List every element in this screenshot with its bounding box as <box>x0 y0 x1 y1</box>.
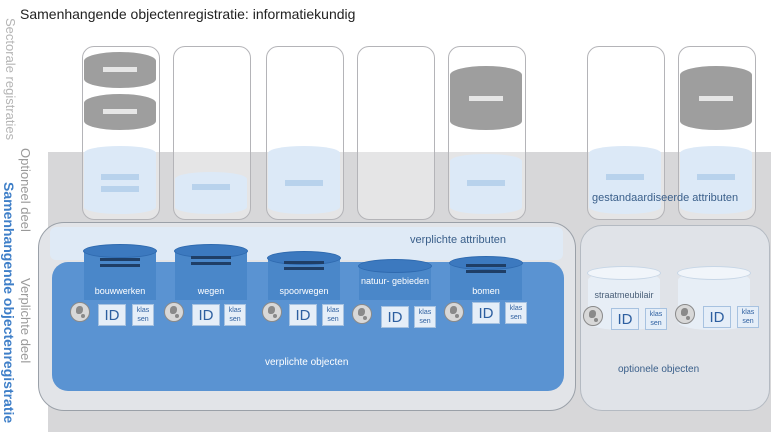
object-name: natuur- gebieden <box>360 276 430 286</box>
page-title: Samenhangende objectenregistratie: infor… <box>20 6 356 22</box>
standardized-attributes-label: gestandaardiseerde attributen <box>592 192 739 204</box>
id-box: ID <box>472 302 500 324</box>
database-icon <box>84 94 156 130</box>
mandatory-attributes-label: verplichte attributen <box>410 234 506 246</box>
globe-icon <box>164 302 184 322</box>
klassen-box: klas sen <box>132 304 154 326</box>
object-name: straatmeubilair <box>594 290 654 300</box>
globe-icon <box>352 304 372 324</box>
object-name: wegen <box>197 286 225 296</box>
object-name: bomen <box>472 286 500 296</box>
klassen-box: klas sen <box>224 304 246 326</box>
label-mandatory-part: Verplichte deel <box>18 278 33 364</box>
id-box: ID <box>611 308 639 330</box>
mandatory-objects-label: verplichte objecten <box>265 357 349 368</box>
database-icon <box>84 52 156 88</box>
klassen-box: klas sen <box>322 304 344 326</box>
label-sectoral: Sectorale registraties <box>3 18 18 141</box>
globe-icon <box>70 302 90 322</box>
object-name: spoorwegen <box>279 286 329 296</box>
id-box: ID <box>703 306 731 328</box>
optional-data-fill-5 <box>450 154 522 214</box>
klassen-box: klas sen <box>414 306 436 328</box>
database-icon <box>450 66 522 130</box>
id-box: ID <box>381 306 409 328</box>
id-box: ID <box>192 304 220 326</box>
optional-data-fill-6 <box>589 146 661 214</box>
globe-icon <box>583 306 603 326</box>
optional-data-fill-7 <box>680 146 752 214</box>
id-box: ID <box>289 304 317 326</box>
optional-data-fill-2 <box>175 172 247 214</box>
label-optional-part: Optioneel deel <box>18 148 33 232</box>
klassen-box: klas sen <box>645 308 667 330</box>
database-icon <box>680 66 752 130</box>
registry-column-4 <box>357 46 435 220</box>
globe-icon <box>675 304 695 324</box>
globe-icon <box>444 302 464 322</box>
object-name: bouwwerken <box>94 286 146 296</box>
id-box: ID <box>98 304 126 326</box>
klassen-box: klas sen <box>505 302 527 324</box>
klassen-box: klas sen <box>737 306 759 328</box>
label-samenhangende: Samenhangende objectenregistratie <box>1 182 17 424</box>
optional-data-fill-3 <box>268 146 340 214</box>
optional-objects-label: optionele objecten <box>618 364 700 375</box>
globe-icon <box>262 302 282 322</box>
optional-data-fill-1 <box>84 146 156 214</box>
